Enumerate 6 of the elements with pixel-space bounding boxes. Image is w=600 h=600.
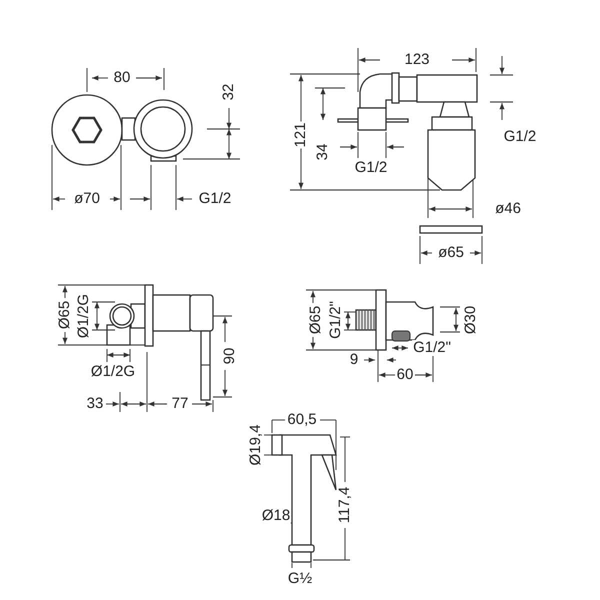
dimension-label: Ø19,4	[248, 424, 264, 466]
dimension-label: Ø18	[260, 508, 292, 524]
dimension-label: G1/2"	[412, 340, 452, 356]
dimension-label: 60,5	[286, 412, 318, 428]
dimension-label: 117,4	[337, 486, 353, 524]
dimension-label: G1/2"	[328, 300, 344, 340]
